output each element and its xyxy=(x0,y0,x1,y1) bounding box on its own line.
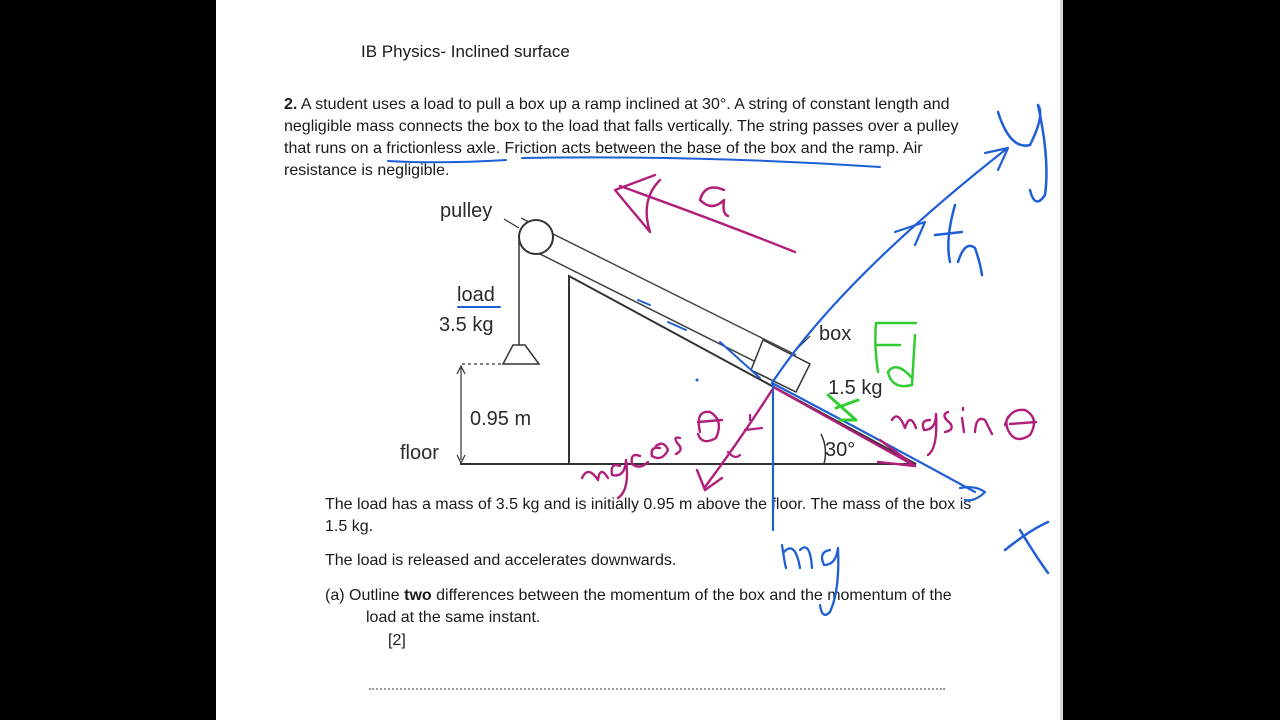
question-number: 2. xyxy=(284,96,298,113)
body-paragraph-1-line-2: 1.5 kg. xyxy=(325,518,374,535)
ramp-diagram xyxy=(456,217,917,465)
ramp-triangle xyxy=(568,274,917,465)
label-box-mass: 1.5 kg xyxy=(828,377,883,399)
label-load: load xyxy=(457,284,495,306)
document-title: IB Physics- Inclined surface xyxy=(361,42,570,61)
part-a-line-1: (a) Outline two differences between the … xyxy=(325,587,952,604)
part-a-line-2: load at the same instant. xyxy=(366,609,541,626)
label-height: 0.95 m xyxy=(470,408,532,430)
question-line-1: 2. A student uses a load to pull a box u… xyxy=(284,96,950,113)
page-edge xyxy=(1060,0,1063,720)
label-box: box xyxy=(819,323,852,345)
label-floor: floor xyxy=(400,442,439,464)
marks-label: [2] xyxy=(388,632,406,649)
question-line-4: resistance is negligible. xyxy=(284,162,450,179)
label-load-mass: 3.5 kg xyxy=(439,314,494,336)
question-line-3: that runs on a frictionless axle. Fricti… xyxy=(284,140,923,157)
body-paragraph-1-line-1: The load has a mass of 3.5 kg and is ini… xyxy=(325,496,972,513)
box-leader xyxy=(795,335,811,351)
string-lower xyxy=(527,247,777,373)
document-page: IB Physics- Inclined surface 2. A studen… xyxy=(216,0,1063,720)
load-block xyxy=(501,344,541,365)
label-pulley: pulley xyxy=(440,200,493,222)
string-upper xyxy=(520,217,797,356)
pulley-wheel xyxy=(518,219,554,255)
body-paragraph-2: The load is released and accelerates dow… xyxy=(325,552,677,569)
answer-dotted-line xyxy=(369,688,945,692)
question-line-2: negligible mass connects the box to the … xyxy=(284,118,959,135)
label-angle: 30° xyxy=(825,439,856,461)
pulley-leader xyxy=(503,218,520,229)
